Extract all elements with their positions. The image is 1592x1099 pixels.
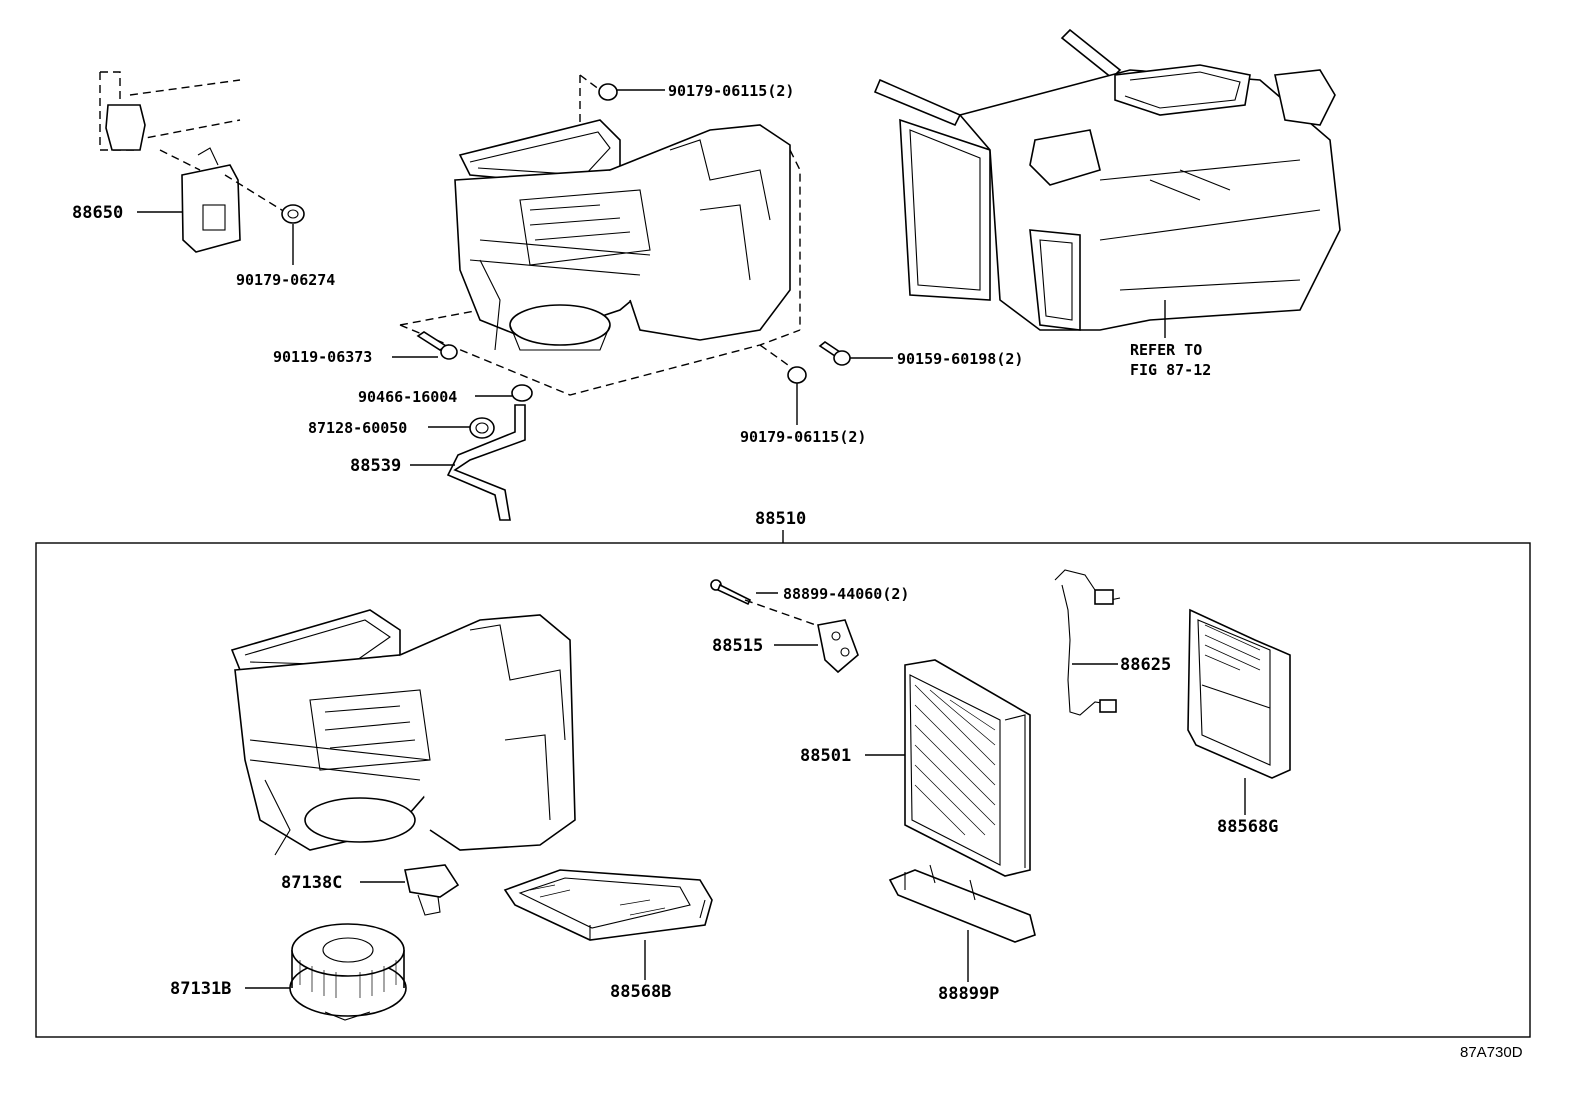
cover-p-drawing: [888, 864, 1036, 982]
thermistor-drawing: [1054, 569, 1121, 716]
screw-drawing: [392, 331, 458, 360]
label-90179-06274: 90179-06274: [236, 271, 335, 289]
assembly-box: [35, 530, 1531, 1038]
label-88568b: 88568B: [610, 982, 671, 1002]
label-88625: 88625: [1120, 655, 1171, 675]
label-90179-06115-bottom: 90179-06115(2): [740, 428, 866, 446]
top-nut-drawing: [598, 83, 665, 101]
unit-assembly-drawing: [230, 609, 576, 856]
label-88650: 88650: [72, 203, 123, 223]
label-88501: 88501: [800, 746, 851, 766]
blower-motor-drawing: [245, 923, 407, 1021]
drain-parts-drawing: [410, 384, 533, 521]
filter-g-drawing: [1187, 608, 1291, 815]
label-88899p: 88899P: [938, 984, 999, 1004]
label-fig-87-12: FIG 87-12: [1130, 361, 1211, 379]
label-90466-16004: 90466-16004: [358, 388, 457, 406]
label-88899-44060: 88899-44060(2): [783, 585, 909, 603]
label-87138c: 87138C: [281, 873, 342, 893]
label-90119-06373: 90119-06373: [273, 348, 372, 366]
label-88539: 88539: [350, 456, 401, 476]
expansion-valve-drawing: [774, 619, 859, 674]
heater-unit-drawing: [399, 74, 801, 396]
label-88568g: 88568G: [1217, 817, 1278, 837]
ac-computer-drawing: [99, 71, 305, 265]
right-bolt-drawing: [818, 341, 893, 366]
evaporator-drawing: [865, 659, 1031, 877]
label-87131b: 87131B: [170, 979, 231, 999]
filter-b-drawing: [503, 869, 713, 980]
diagram-code: 87A730D: [1460, 1044, 1523, 1061]
label-90179-06115-top: 90179-06115(2): [668, 82, 794, 100]
label-88510-assembly: 88510: [755, 509, 806, 529]
label-88515: 88515: [712, 636, 763, 656]
label-90159-60198: 90159-60198(2): [897, 350, 1023, 368]
duct-assembly-drawing: [873, 28, 1341, 338]
servo-drawing: [360, 864, 460, 916]
bottom-nut-drawing: [787, 366, 807, 425]
label-refer-to: REFER TO: [1130, 341, 1202, 359]
valve-bolt-drawing: [710, 579, 831, 631]
label-87128-60050: 87128-60050: [308, 419, 407, 437]
